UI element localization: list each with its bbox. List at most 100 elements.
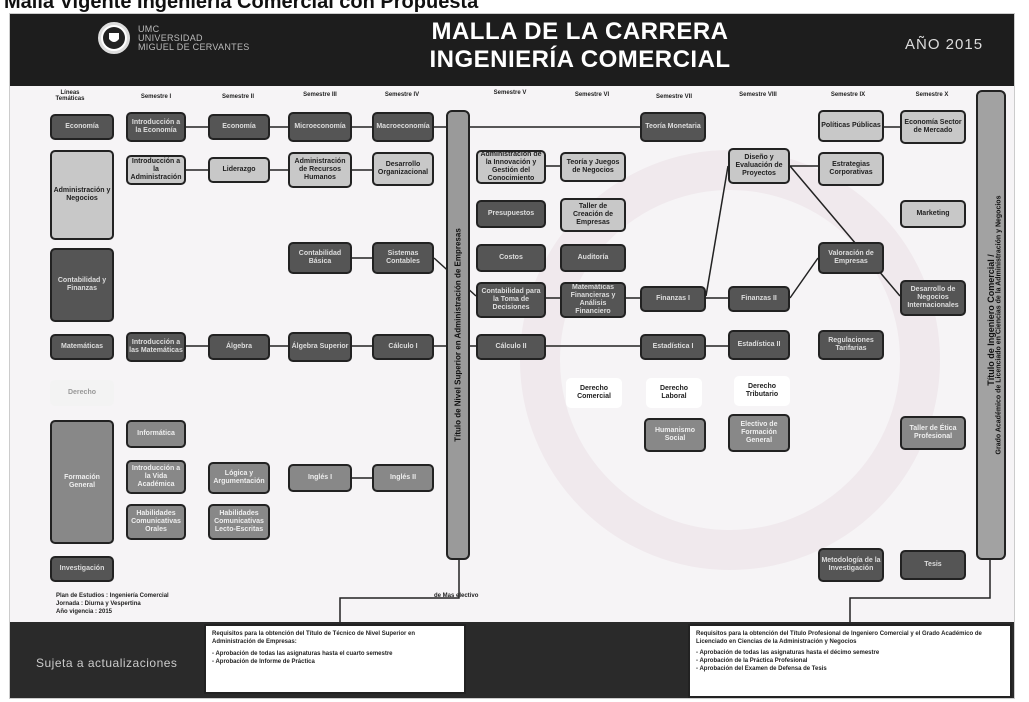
col-header-s9: Semestre IX — [830, 92, 866, 98]
shield-icon — [103, 27, 125, 49]
req-profesional-item1: - Aprobación de todas las asignaturas ha… — [696, 650, 880, 656]
mid-title-bar: Título de Nivel Superior en Administraci… — [446, 110, 470, 560]
course-liderazgo: Liderazgo — [208, 157, 270, 183]
col-header-s8: Semestre VIII — [739, 92, 777, 98]
req-tecnico-item2: - Aprobación de Informe de Práctica — [212, 659, 315, 665]
col-header-s3: Semestre III — [303, 92, 337, 98]
course-valoracion-empresas: Valoración de Empresas — [818, 242, 884, 274]
course-politicas-publicas: Políticas Públicas — [818, 110, 884, 142]
course-hab-lecto-escritas: Habilidades Comunicativas Lecto-Escritas — [208, 504, 270, 540]
course-calculo-1: Cálculo I — [372, 334, 434, 360]
course-algebra: Álgebra — [208, 334, 270, 360]
course-economia-sector-mercado: Economía Sector de Mercado — [900, 110, 966, 144]
course-intro-administracion: Introducción a la Administración — [126, 155, 186, 185]
course-taller-etica: Taller de Ética Profesional — [900, 416, 966, 450]
course-marketing: Marketing — [900, 200, 966, 228]
req-profesional-title: Requisitos para la obtención del Título … — [696, 631, 982, 645]
line-investigacion: Investigación — [50, 556, 114, 582]
course-innovacion: Administración de la Innovación y Gestió… — [476, 150, 546, 184]
course-logica-argumentacion: Lógica y Argumentación — [208, 462, 270, 494]
col-header-s10: Semestre X — [915, 92, 949, 98]
course-taller-creacion-empresas: Taller de Creación de Empresas — [560, 198, 626, 232]
course-estrategias-corporativas: Estrategias Corporativas — [818, 152, 884, 186]
requirements-tecnico: Requisitos para la obtención del Título … — [204, 624, 466, 694]
course-algebra-superior: Álgebra Superior — [288, 332, 352, 362]
line-contabilidad: Contabilidad y Finanzas — [50, 248, 114, 322]
line-administracion: Administración y Negocios — [50, 150, 114, 240]
course-finanzas-1: Finanzas I — [640, 286, 706, 312]
course-humanismo-social: Humanismo Social — [644, 418, 706, 452]
col-header-s4: Semestre IV — [384, 92, 420, 98]
university-name-line1: UNIVERSIDAD — [138, 33, 203, 43]
year-label: AÑO 2015 — [905, 36, 984, 53]
course-derecho-laboral: Derecho Laboral — [646, 378, 702, 408]
line-matematicas: Matemáticas — [50, 334, 114, 360]
course-ingles-2: Inglés II — [372, 464, 434, 492]
course-finanzas-2: Finanzas II — [728, 286, 790, 312]
plan-line3: Año vigencia : 2015 — [56, 609, 113, 615]
course-presupuestos: Presupuestos — [476, 200, 546, 228]
course-contabilidad-decisiones: Contabilidad para la Toma de Decisiones — [476, 282, 546, 318]
course-metodologia-investigacion: Metodología de la Investigación — [818, 548, 884, 582]
req-profesional-item3: - Aprobación del Examen de Defensa de Te… — [696, 666, 827, 672]
course-estadistica-2: Estadística II — [728, 330, 790, 360]
course-auditoria: Auditoría — [560, 244, 626, 272]
course-desarrollo-organizacional: Desarrollo Organizacional — [372, 152, 434, 186]
course-matematicas-financieras: Matemáticas Financieras y Análisis Finan… — [560, 282, 626, 318]
course-intro-matematicas: Introducción a las Matemáticas — [126, 332, 186, 362]
course-admin-rrhh: Administración de Recursos Humanos — [288, 152, 352, 188]
header-bar — [10, 14, 1014, 86]
course-electivo-formacion: Electivo de Formación General — [728, 414, 790, 452]
course-negocios-internacionales: Desarrollo de Negocios Internacionales — [900, 280, 966, 316]
sheet-title: MALLA DE LA CARRERA INGENIERÍA COMERCIAL — [380, 18, 780, 74]
course-diseno-proyectos: Diseño y Evaluación de Proyectos — [728, 148, 790, 184]
line-economia: Economía — [50, 114, 114, 140]
plan-line1: Plan de Estudios : Ingeniería Comercial — [56, 593, 169, 599]
course-macroeconomia: Macroeconomía — [372, 112, 434, 142]
mas-electivo-note: de Mas electivo — [434, 593, 479, 599]
course-informatica: Informática — [126, 420, 186, 448]
course-sistemas-contables: Sistemas Contables — [372, 242, 434, 274]
req-tecnico-item1: - Aprobación de todas las asignaturas ha… — [212, 651, 393, 657]
university-name-line2: MIGUEL DE CERVANTES — [138, 42, 250, 52]
course-calculo-2: Cálculo II — [476, 334, 546, 360]
footer-note: Sujeta a actualizaciones — [36, 656, 178, 670]
course-costos: Costos — [476, 244, 546, 272]
requirements-profesional: Requisitos para la obtención del Título … — [688, 624, 1012, 698]
col-header-lineas: Líneas Temáticas — [55, 90, 85, 102]
course-teoria-juegos: Teoría y Juegos de Negocios — [560, 152, 626, 182]
page-caption: Malla Vigente Ingeniería Comercial con P… — [4, 0, 479, 13]
university-logo — [98, 22, 130, 54]
course-contabilidad-basica: Contabilidad Básica — [288, 242, 352, 274]
right-title-text-1: Título de Ingeniero Comercial / — [986, 254, 996, 386]
course-derecho-comercial: Derecho Comercial — [566, 378, 622, 408]
mid-title-text: Título de Nivel Superior en Administraci… — [453, 228, 463, 442]
req-profesional-item2: - Aprobación de la Práctica Profesional — [696, 658, 808, 664]
university-acronym: UMC — [138, 24, 160, 34]
plan-line2: Jornada : Diurna y Vespertina — [56, 601, 141, 607]
line-derecho: Derecho — [50, 380, 114, 406]
col-header-s2: Semestre II — [221, 94, 255, 100]
course-teoria-monetaria: Teoría Monetaria — [640, 112, 706, 142]
right-title-bar: Título de Ingeniero Comercial / Grado Ac… — [976, 90, 1006, 560]
title-line2: INGENIERÍA COMERCIAL — [429, 46, 731, 73]
course-estadistica-1: Estadística I — [640, 334, 706, 360]
col-header-s1: Semestre I — [140, 94, 172, 100]
course-tesis: Tesis — [900, 550, 966, 580]
course-microeconomia: Microeconomía — [288, 112, 352, 142]
right-title-text-2: Grado Académico de Licenciado en Ciencia… — [995, 195, 1003, 455]
course-hab-comunicativas-orales: Habilidades Comunicativas Orales — [126, 504, 186, 540]
course-intro-vida-academica: Introducción a la Vida Académica — [126, 460, 186, 494]
course-derecho-tributario: Derecho Tributario — [734, 376, 790, 406]
col-header-s6: Semestre VI — [574, 92, 610, 98]
col-header-s5: Semestre V — [493, 90, 527, 96]
title-line1: MALLA DE LA CARRERA — [431, 18, 729, 45]
course-regulaciones-tarifarias: Regulaciones Tarifarias — [818, 330, 884, 360]
line-formacion-general: Formación General — [50, 420, 114, 544]
col-header-s7: Semestre VII — [655, 94, 693, 100]
course-ingles-1: Inglés I — [288, 464, 352, 492]
req-tecnico-title: Requisitos para la obtención del Título … — [212, 631, 416, 645]
course-economia: Economía — [208, 114, 270, 140]
course-intro-economia: Introducción a la Economía — [126, 112, 186, 142]
